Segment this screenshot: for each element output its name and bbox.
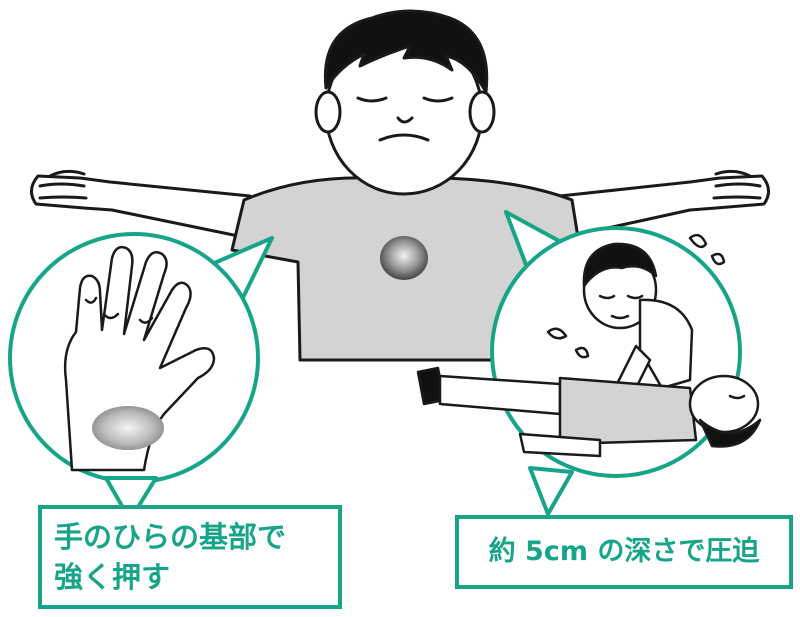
left-hand-lines — [38, 169, 88, 200]
rescuer-callout — [416, 210, 762, 516]
palm-instruction-line-1: 手のひらの基部で — [54, 520, 287, 554]
left-arm — [30, 174, 252, 240]
left-ear — [314, 90, 342, 134]
right-eye — [422, 96, 454, 103]
depth-instruction-label: 約 5cm の深さで圧迫 — [455, 515, 793, 589]
palm-heel-highlight — [92, 406, 164, 450]
depth-instruction-text: 約 5cm の深さで圧迫 — [488, 536, 760, 567]
hair — [323, 9, 489, 94]
right-ear — [468, 90, 496, 134]
palm-instruction-line-2: 強く押す — [54, 560, 171, 594]
right-arm — [558, 174, 770, 240]
rescuer-callout-tail — [528, 466, 574, 516]
palm-instruction-label: 手のひらの基部で 強く押す — [38, 505, 342, 609]
palm-callout-tail — [104, 476, 158, 522]
right-hand-lines — [712, 169, 762, 200]
nose — [396, 116, 414, 124]
chest-compression-point — [380, 236, 428, 280]
left-eye — [356, 96, 388, 103]
mouth — [378, 133, 430, 142]
palm-callout — [8, 232, 274, 522]
lying-patient-drawing — [416, 366, 762, 458]
